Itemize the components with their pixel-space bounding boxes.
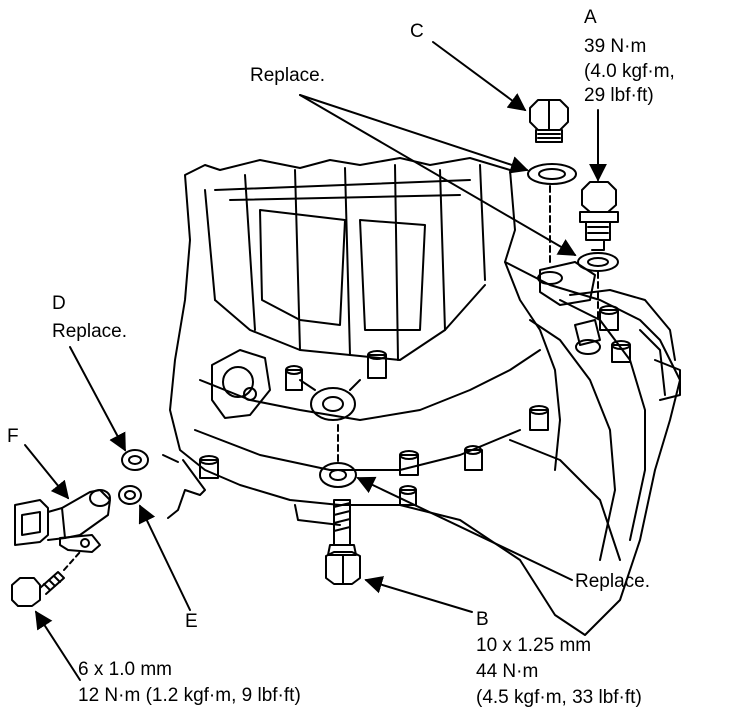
leader-replace-to-washer-c	[299, 94, 529, 174]
callout-a-torque-nm: 39 N·m	[584, 36, 647, 57]
washer-c	[527, 163, 577, 185]
washer-e	[118, 485, 142, 505]
sensor-bolt-size: 6 x 1.0 mm	[78, 659, 172, 680]
washer-d	[121, 449, 149, 471]
leader-replace-to-washer-a	[299, 94, 577, 256]
leader-e	[138, 504, 191, 611]
replace-label-top: Replace.	[250, 65, 325, 86]
drain-plug-bolt-c	[529, 99, 569, 143]
sensor-bolt-guide-line	[63, 551, 81, 571]
callout-d-note: Replace.	[52, 321, 127, 342]
callout-b-letter: B	[476, 609, 489, 630]
callout-c-letter: C	[410, 21, 424, 42]
callout-b-torque-kgf: (4.5 kgf·m, 33 lbf·ft)	[476, 687, 642, 708]
replace-label-right: Replace.	[575, 571, 650, 592]
leader-f	[24, 444, 70, 500]
drain-bolt-b	[325, 499, 361, 585]
callout-e-letter: E	[185, 611, 198, 632]
callout-b-torque-nm: 44 N·m	[476, 661, 539, 682]
callout-a-torque-kgf-2: 29 lbf·ft)	[584, 85, 654, 106]
leader-lines	[24, 41, 607, 681]
sensor-bolt	[11, 571, 65, 607]
leader-bolt	[35, 610, 81, 681]
callout-b-size: 10 x 1.25 mm	[476, 635, 592, 656]
callout-a-letter: A	[584, 7, 597, 28]
sensor-bolt-a	[579, 181, 619, 251]
leader-d	[69, 346, 126, 452]
callout-f-letter: F	[7, 426, 19, 447]
sensor-bolt-torque: 12 N·m (1.2 kgf·m, 9 lbf·ft)	[78, 685, 301, 706]
washer-a	[577, 252, 619, 272]
leader-c	[432, 41, 527, 112]
callout-d-letter: D	[52, 293, 66, 314]
leader-replace-to-washer-b	[356, 476, 573, 581]
leader-b	[364, 576, 473, 613]
callout-a-torque-kgf-1: (4.0 kgf·m,	[584, 61, 675, 82]
speed-sensor-f	[14, 489, 111, 553]
transmission-case	[162, 157, 681, 636]
washer-b	[319, 462, 357, 488]
